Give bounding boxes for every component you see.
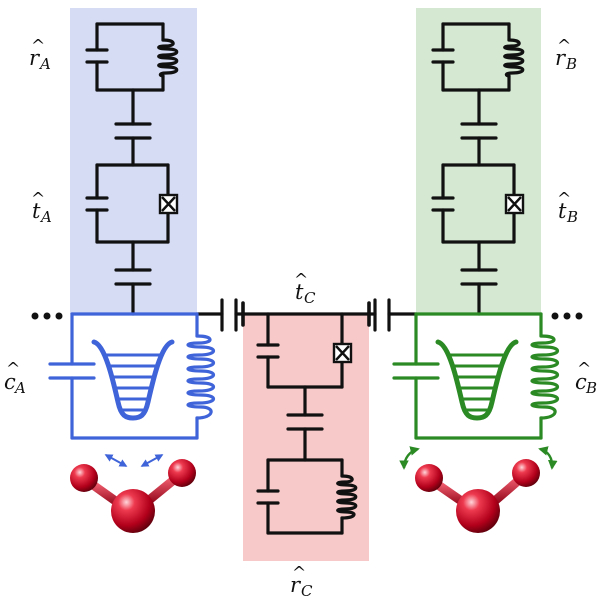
svg-text:A: A [39, 208, 52, 226]
cavity-c-A-circuit [48, 312, 216, 440]
svg-text:^: ^ [31, 36, 45, 56]
svg-text:t: t [295, 280, 304, 304]
resonator-r-B-circuit [431, 22, 525, 92]
harmonic-well-B-icon [435, 339, 519, 421]
coupler-A-lower-lines [114, 240, 152, 316]
transmon-t-B-circuit [431, 163, 516, 244]
josephson-junction-C-icon [332, 342, 353, 364]
label-r-C: ^ r C [290, 563, 313, 600]
coupler-A-lines [114, 88, 152, 167]
ellipsis-left-icon [31, 312, 63, 320]
josephson-junction-A-icon [158, 193, 179, 215]
svg-text:B: B [566, 208, 578, 226]
coupling-bus [195, 298, 418, 332]
resonator-r-C-circuit [256, 458, 358, 535]
svg-text:C: C [301, 582, 313, 600]
svg-text:^: ^ [577, 359, 591, 379]
josephson-junction-B-icon [504, 193, 525, 215]
svg-text:^: ^ [31, 189, 45, 209]
label-t-C: ^ t C [294, 270, 316, 307]
label-t-A: ^ t A [31, 189, 52, 226]
svg-text:A: A [13, 379, 26, 397]
coupler-B-lower-lines [460, 240, 498, 316]
svg-text:B: B [585, 379, 597, 397]
coupler-C-lines [286, 385, 324, 462]
coupler-B-lines [460, 88, 498, 167]
resonator-r-A-circuit [85, 22, 179, 92]
svg-text:t: t [558, 199, 567, 223]
svg-text:c: c [575, 370, 587, 394]
svg-text:r: r [29, 46, 41, 70]
svg-text:^: ^ [557, 189, 571, 209]
vibration-A-double-arrow-icon [104, 454, 164, 467]
svg-text:^: ^ [292, 563, 306, 583]
svg-text:^: ^ [557, 36, 571, 56]
molecule-A-icon [70, 459, 196, 533]
label-r-B: ^ r B [555, 36, 577, 73]
svg-text:r: r [555, 46, 567, 70]
svg-text:^: ^ [294, 270, 308, 290]
cavity-c-B-circuit [392, 312, 560, 440]
harmonic-well-A-icon [91, 339, 175, 421]
svg-text:r: r [290, 573, 302, 597]
svg-text:B: B [565, 55, 577, 73]
label-r-A: ^ r A [29, 36, 51, 73]
molecule-B-icon [415, 459, 540, 533]
label-c-A: ^ c A [4, 359, 26, 397]
vibration-B-curved-arrow-icon [399, 446, 558, 470]
svg-text:c: c [4, 370, 16, 394]
label-c-B: ^ c B [575, 359, 597, 397]
svg-text:C: C [304, 289, 316, 307]
svg-text:^: ^ [6, 359, 20, 379]
svg-text:t: t [32, 199, 41, 223]
svg-text:A: A [38, 55, 51, 73]
label-t-B: ^ t B [557, 189, 578, 226]
ellipsis-right-icon [551, 312, 583, 320]
